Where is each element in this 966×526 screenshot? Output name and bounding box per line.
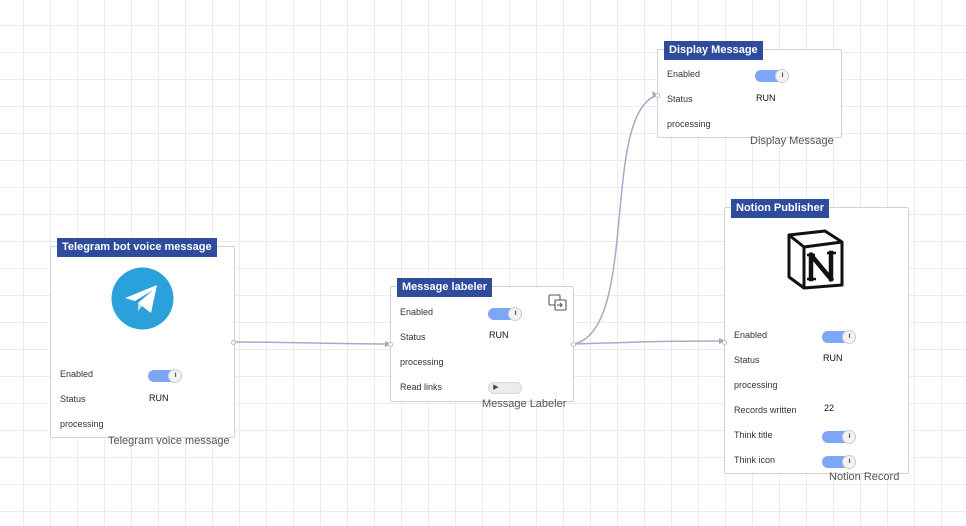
- input-port[interactable]: [722, 340, 727, 345]
- status-label: Status: [734, 355, 760, 365]
- node-title[interactable]: Telegram bot voice message: [57, 238, 217, 257]
- edge-labeler-to-display: [573, 94, 659, 345]
- enabled-label: Enabled: [667, 69, 701, 79]
- think-title-toggle[interactable]: II: [822, 430, 856, 444]
- think-icon-label: Think icon: [734, 455, 776, 465]
- edge-labeler-to-notion: [573, 340, 726, 345]
- status-label: Status: [60, 394, 86, 404]
- think-title-label: Think title: [734, 430, 773, 440]
- input-port[interactable]: [388, 342, 393, 347]
- pause-icon: II: [508, 307, 522, 321]
- pause-icon: II: [775, 69, 789, 83]
- pause-icon: II: [842, 330, 856, 344]
- node-caption-labeler: Message Labeler: [482, 398, 567, 410]
- records-written-value: 22: [824, 403, 835, 413]
- status-value: RUN: [489, 330, 509, 340]
- play-icon: ▶: [493, 384, 499, 391]
- node-caption-display: Display Message: [750, 135, 834, 147]
- node-title[interactable]: Message labeler: [397, 278, 492, 297]
- status-value: RUN: [823, 353, 843, 363]
- pause-icon: II: [842, 430, 856, 444]
- enabled-label: Enabled: [60, 369, 94, 379]
- status-value: RUN: [756, 93, 776, 103]
- think-icon-toggle[interactable]: II: [822, 455, 856, 469]
- read-links-label: Read links: [400, 382, 443, 392]
- status-label: Status: [667, 94, 693, 104]
- node-telegram[interactable]: Telegram bot voice message Enabled II St…: [50, 238, 236, 438]
- enabled-toggle[interactable]: II: [488, 307, 522, 321]
- processing-label: processing: [667, 119, 711, 129]
- pause-icon: II: [842, 455, 856, 469]
- records-written-label: Records written: [734, 405, 797, 415]
- enabled-label: Enabled: [734, 330, 768, 340]
- pause-icon: II: [168, 369, 182, 383]
- node-title[interactable]: Display Message: [664, 41, 763, 60]
- node-display-message[interactable]: Display Message Enabled II Status RUN pr…: [655, 41, 842, 138]
- enabled-toggle[interactable]: II: [755, 69, 789, 83]
- output-port[interactable]: [571, 342, 576, 347]
- enabled-toggle[interactable]: II: [822, 330, 856, 344]
- output-port[interactable]: [231, 340, 236, 345]
- notion-icon: [785, 227, 847, 291]
- node-message-labeler[interactable]: Message labeler Enabled II Status RUN pr…: [388, 278, 576, 402]
- node-caption-notion: Notion Record: [829, 471, 900, 483]
- processing-label: processing: [734, 380, 778, 390]
- status-value: RUN: [149, 393, 169, 403]
- node-caption-telegram: Telegram voice message: [108, 435, 230, 447]
- telegram-icon: [111, 267, 174, 330]
- swap-icon[interactable]: [548, 294, 568, 312]
- read-links-toggle[interactable]: ▶: [488, 382, 522, 394]
- processing-label: processing: [400, 357, 444, 367]
- enabled-toggle[interactable]: II: [148, 369, 182, 383]
- edge-telegram-to-labeler: [233, 341, 393, 345]
- processing-label: processing: [60, 419, 104, 429]
- node-notion-publisher[interactable]: Notion Publisher Enabled II Status RUN p…: [722, 199, 909, 474]
- node-title[interactable]: Notion Publisher: [731, 199, 829, 218]
- input-port[interactable]: [655, 93, 660, 98]
- status-label: Status: [400, 332, 426, 342]
- enabled-label: Enabled: [400, 307, 434, 317]
